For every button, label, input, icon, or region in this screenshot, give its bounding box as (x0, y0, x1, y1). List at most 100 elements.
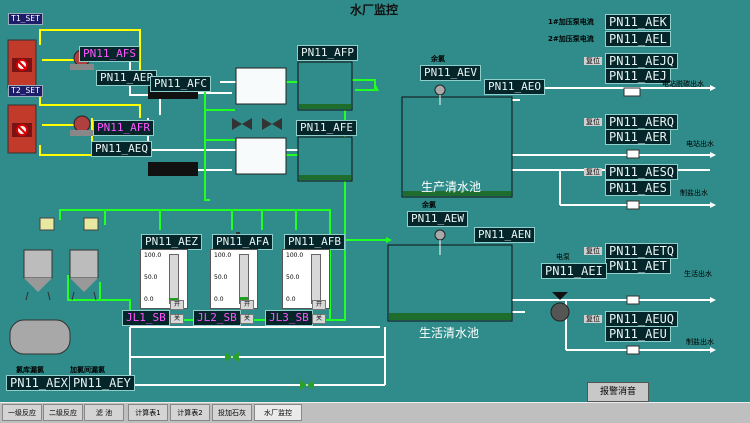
chem-out-label: 制盐出水 (686, 338, 714, 346)
t2-set-label[interactable]: T2_SET (8, 85, 43, 97)
reset-button-4[interactable]: 复位 (584, 247, 602, 255)
close-button-1[interactable]: 关 (170, 314, 184, 324)
tag-aeuq[interactable]: PN11_AEUQ (605, 311, 679, 327)
close-button-2[interactable]: 关 (240, 314, 254, 324)
tag-aesq[interactable]: PN11_AESQ (605, 164, 679, 180)
tag-jl2-sb[interactable]: JL2_SB (193, 310, 241, 326)
tag-afc[interactable]: PN11_AFC (150, 76, 211, 92)
chlorine-label-1: 余氯 (431, 55, 445, 63)
gauge-scale-mid: 50.0 (214, 274, 228, 281)
tab-lime[interactable]: 投加石灰 (212, 404, 252, 421)
tag-aen[interactable]: PN11_AEN (474, 227, 535, 243)
reset-button-1[interactable]: 复位 (584, 57, 602, 65)
tag-jl3-sb[interactable]: JL3_SB (265, 310, 313, 326)
tag-afs[interactable]: PN11_AFS (79, 46, 140, 62)
tab-waterworks[interactable]: 水厂监控 (254, 404, 302, 421)
station-out-label: 电站脱碳出水 (662, 80, 704, 88)
tag-afa[interactable]: PN11_AFA (212, 234, 273, 250)
flow-arrows (710, 85, 716, 353)
reset-button-2[interactable]: 复位 (584, 118, 602, 126)
tag-afp[interactable]: PN11_AFP (297, 45, 358, 61)
tag-aez[interactable]: PN11_AEZ (141, 234, 202, 250)
gauge-scale-bot: 0.0 (214, 296, 224, 303)
tag-aei[interactable]: PN11_AEI (541, 263, 607, 279)
chlorine-sensor-2 (434, 229, 446, 241)
prep-out-label: 制盐出水 (680, 189, 708, 197)
bottom-nav: 一级反应 二级反应 滤 池 计算表1 计算表2 投加石灰 水厂监控 (0, 402, 750, 423)
tag-ael[interactable]: PN11_AEL (605, 31, 671, 47)
lime-silo-2 (69, 249, 99, 301)
tag-aetq[interactable]: PN11_AETQ (605, 243, 679, 259)
tag-aej[interactable]: PN11_AEJ (605, 68, 671, 84)
pump2-label: 2#加压泵电流 (548, 35, 594, 43)
tag-aey[interactable]: PN11_AEY (69, 375, 135, 391)
valves (225, 118, 314, 390)
production-tank (401, 96, 513, 198)
dosing-tank-2 (7, 104, 37, 154)
tag-aep[interactable]: PN11_AEP (96, 70, 157, 86)
tag-aek[interactable]: PN11_AEK (605, 14, 671, 30)
meter-4 (626, 295, 640, 305)
tag-afr[interactable]: PN11_AFR (93, 120, 154, 136)
reaction-tank-1 (235, 67, 287, 105)
tag-aeo[interactable]: PN11_AEO (484, 79, 545, 95)
living-tank (387, 244, 513, 322)
meter-1 (623, 87, 641, 97)
tag-aerq[interactable]: PN11_AERQ (605, 114, 679, 130)
filter-unit-2 (148, 162, 198, 176)
elec-pump-label: 电泵 (556, 253, 570, 261)
chlorine-sensor-1 (434, 84, 446, 96)
tag-aev[interactable]: PN11_AEV (420, 65, 481, 81)
tab-level2[interactable]: 二级反应 (43, 404, 83, 421)
tag-jl1-sb[interactable]: JL1_SB (122, 310, 170, 326)
gauge-scale-bot: 0.0 (286, 296, 296, 303)
reset-button-3[interactable]: 复位 (584, 168, 602, 176)
power-out-label: 电站出水 (686, 140, 714, 148)
dosing-pump-2 (70, 115, 94, 136)
tag-aer[interactable]: PN11_AER (605, 129, 671, 145)
tag-aejq[interactable]: PN11_AEJQ (605, 53, 679, 69)
tag-afb[interactable]: PN11_AFB (284, 234, 345, 250)
open-button-2[interactable]: 开 (240, 300, 254, 310)
gauge-scale-top: 100.0 (214, 252, 232, 259)
clarifier-2 (297, 136, 353, 182)
gauge-bar (311, 254, 321, 304)
gauge-scale-top: 100.0 (286, 252, 304, 259)
chlorine-label-2: 余氯 (422, 201, 436, 209)
tab-filter[interactable]: 滤 池 (84, 404, 124, 421)
tag-aex[interactable]: PN11_AEX (6, 375, 72, 391)
reaction-tank-2 (235, 137, 287, 175)
t1-set-label[interactable]: T1_SET (8, 13, 43, 25)
open-button-1[interactable]: 开 (170, 300, 184, 310)
tab-calc1[interactable]: 计算表1 (128, 404, 168, 421)
gauge-bar (169, 254, 179, 304)
gauge-scale-top: 100.0 (144, 252, 162, 259)
tab-level1[interactable]: 一级反应 (2, 404, 42, 421)
meter-2 (626, 149, 640, 159)
chlorine-room-label: 加氯间漏氯 (70, 366, 105, 374)
reset-button-5[interactable]: 复位 (584, 315, 602, 323)
tab-calc2[interactable]: 计算表2 (170, 404, 210, 421)
tag-aet[interactable]: PN11_AET (605, 258, 671, 274)
tag-aes[interactable]: PN11_AES (605, 180, 671, 196)
living-tank-label: 生活清水池 (419, 326, 480, 340)
tag-aew[interactable]: PN11_AEW (407, 211, 468, 227)
hopper-2 (83, 217, 99, 231)
open-button-3[interactable]: 开 (312, 300, 326, 310)
storage-vessel (9, 319, 71, 355)
gauge-scale-mid: 50.0 (144, 274, 158, 281)
chlorine-store-label: 氯库漏氯 (16, 366, 44, 374)
tag-aeq[interactable]: PN11_AEQ (91, 141, 152, 157)
lime-silo-1 (23, 249, 53, 301)
close-button-3[interactable]: 关 (312, 314, 326, 324)
gauge-scale-mid: 50.0 (286, 274, 300, 281)
tag-afe[interactable]: PN11_AFE (296, 120, 357, 136)
production-tank-label: 生产清水池 (421, 180, 482, 194)
meter-3 (626, 200, 640, 210)
tag-aeu[interactable]: PN11_AEU (605, 326, 671, 342)
transfer-pump (550, 302, 570, 322)
alarm-mute-button[interactable]: 报警消音 (587, 382, 649, 402)
clarifier-1 (297, 61, 353, 111)
hopper-1 (39, 217, 55, 231)
